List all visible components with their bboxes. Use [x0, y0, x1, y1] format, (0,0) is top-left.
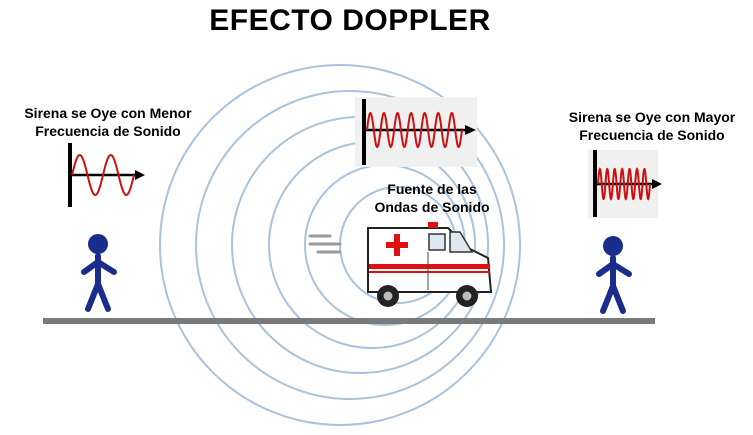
right-caption-line2: Frecuencia de Sonido: [579, 127, 725, 143]
source-caption-line1: Fuente de las: [387, 181, 477, 197]
left-caption-line2: Frecuencia de Sonido: [35, 123, 181, 139]
high-frequency-wave-graph: [588, 150, 662, 218]
source-caption: Fuente de las Ondas de Sonido: [362, 180, 502, 216]
page-title: EFECTO DOPPLER: [209, 4, 491, 37]
left-observer-figure: [81, 234, 117, 312]
left-caption-line1: Sirena se Oye con Menor: [24, 105, 192, 121]
low-frequency-wave-graph: [68, 143, 145, 207]
right-caption-line1: Sirena se Oye con Mayor: [568, 109, 736, 125]
ground-line: [43, 318, 655, 324]
left-observer-caption: Sirena se Oye con Menor Frecuencia de So…: [8, 104, 208, 140]
right-observer-caption: Sirena se Oye con Mayor Frecuencia de So…: [552, 108, 752, 144]
ambulance-icon: [367, 222, 493, 307]
source-wave-graph: [355, 97, 477, 167]
right-observer-figure: [596, 236, 632, 314]
speed-lines: [308, 234, 342, 254]
source-caption-line2: Ondas de Sonido: [374, 199, 490, 215]
